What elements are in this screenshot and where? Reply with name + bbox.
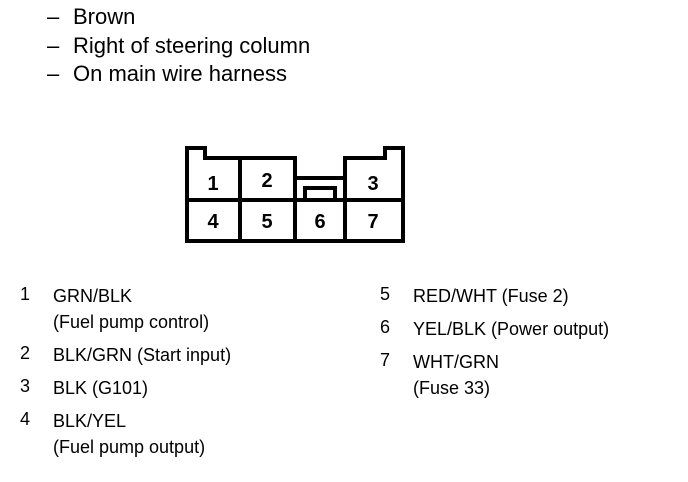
legend-item: 2 BLK/GRN (Start input) <box>20 342 231 368</box>
legend-text: YEL/BLK (Power output) <box>413 316 609 342</box>
legend-text: BLK/YEL (Fuel pump output) <box>53 408 205 460</box>
legend-line: BLK/YEL <box>53 411 127 431</box>
pin-3-label: 3 <box>367 173 378 195</box>
pin-4-label: 4 <box>207 211 219 233</box>
pin-2-label: 2 <box>261 170 272 192</box>
legend-text: RED/WHT (Fuse 2) <box>413 283 569 309</box>
legend-left: 1 GRN/BLK (Fuel pump control) 2 BLK/GRN … <box>20 283 231 467</box>
legend-line: RED/WHT (Fuse 2) <box>413 286 569 306</box>
legend-text: BLK (G101) <box>53 375 148 401</box>
legend-line: WHT/GRN <box>413 352 499 372</box>
header-line-harness: –On main wire harness <box>47 61 287 87</box>
pin-1-label: 1 <box>207 173 218 195</box>
legend-item: 6 YEL/BLK (Power output) <box>380 316 609 342</box>
header-line-color: –Brown <box>47 4 135 30</box>
legend-item: 4 BLK/YEL (Fuel pump output) <box>20 408 231 460</box>
legend-num: 3 <box>20 376 31 396</box>
dash: – <box>47 4 60 29</box>
header-text: On main wire harness <box>73 61 287 86</box>
legend-num: 2 <box>20 343 31 363</box>
legend-right: 5 RED/WHT (Fuse 2) 6 YEL/BLK (Power outp… <box>380 283 609 408</box>
header-text: Brown <box>73 4 136 29</box>
connector-diagram: 1 2 3 4 5 6 7 <box>185 146 405 243</box>
legend-line: BLK/GRN (Start input) <box>53 345 232 365</box>
legend-num: 5 <box>380 284 391 304</box>
legend-item: 1 GRN/BLK (Fuel pump control) <box>20 283 231 335</box>
legend-line: (Fuel pump control) <box>53 312 210 332</box>
legend-item: 7 WHT/GRN (Fuse 33) <box>380 349 609 401</box>
dash: – <box>47 61 60 86</box>
legend-line: BLK (G101) <box>53 378 149 398</box>
legend-num: 1 <box>20 284 31 304</box>
header-line-location: –Right of steering column <box>47 33 310 59</box>
legend-text: WHT/GRN (Fuse 33) <box>413 349 499 401</box>
dash: – <box>47 33 60 58</box>
legend-item: 5 RED/WHT (Fuse 2) <box>380 283 609 309</box>
legend-line: (Fuse 33) <box>413 378 491 398</box>
legend-item: 3 BLK (G101) <box>20 375 231 401</box>
header-text: Right of steering column <box>73 33 311 58</box>
legend-line: GRN/BLK <box>53 286 133 306</box>
pin-6-label: 6 <box>314 211 325 233</box>
pin-5-label: 5 <box>261 211 272 233</box>
legend-num: 7 <box>380 350 391 370</box>
legend-text: GRN/BLK (Fuel pump control) <box>53 283 209 335</box>
legend-text: BLK/GRN (Start input) <box>53 342 231 368</box>
legend-line: YEL/BLK (Power output) <box>413 319 610 339</box>
legend-line: (Fuel pump output) <box>53 437 206 457</box>
legend-num: 4 <box>20 409 31 429</box>
latch-tab <box>303 186 337 200</box>
legend-num: 6 <box>380 317 391 337</box>
pin-7-label: 7 <box>367 211 378 233</box>
